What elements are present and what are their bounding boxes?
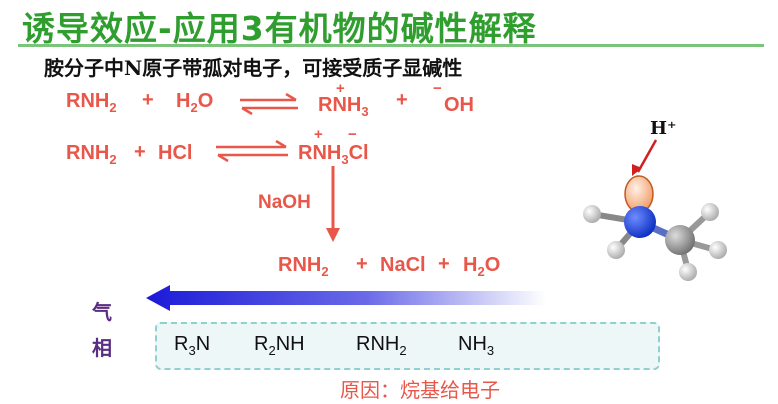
eq3-plus2: + — [438, 253, 450, 275]
eq2-plus1: + — [134, 141, 146, 163]
eq3-product1: RNH2 — [278, 254, 329, 279]
title-underline — [18, 44, 764, 47]
eq1-equilibrium-arrow-icon — [240, 93, 298, 115]
proton-label: H⁺ — [650, 118, 677, 139]
eq2-product: RNH3Cl — [298, 142, 369, 167]
eq1-product2: OH — [444, 94, 474, 116]
gas-phase-label-2: 相 — [92, 336, 112, 360]
gas-phase-label-1: 气 — [92, 300, 112, 324]
eq2-positive-charge: + — [314, 126, 323, 143]
eq1-reactant2: H2O — [176, 90, 214, 115]
reason-text: 原因：烷基给电子 — [340, 378, 500, 402]
eq1-negative-charge: − — [433, 80, 442, 97]
down-arrow-icon — [326, 166, 340, 242]
subtitle: 胺分子中N原子带孤对电子，可接受质子显碱性 — [44, 56, 463, 80]
eq3-plus1: + — [356, 253, 368, 275]
eq2-reactant1: RNH2 — [66, 142, 117, 167]
eq2-negative-charge: − — [348, 126, 357, 143]
series-item-trialkylamine: R3N — [174, 333, 211, 358]
series-item-ammonia: NH3 — [458, 333, 495, 358]
basicity-trend-arrow-icon — [146, 285, 546, 311]
eq2-equilibrium-arrow-icon — [216, 140, 288, 162]
series-item-alkylamine: RNH2 — [356, 333, 407, 358]
eq3-product3: H2O — [463, 254, 501, 279]
reagent-label: NaOH — [258, 192, 311, 213]
eq1-reactant1: RNH2 — [66, 90, 117, 115]
methylamine-molecule-icon — [583, 139, 727, 281]
eq1-positive-charge: + — [336, 80, 345, 97]
eq2-reactant2: HCl — [158, 142, 193, 164]
series-item-dialkylamine: R2NH — [254, 333, 305, 358]
eq3-product2: NaCl — [380, 254, 426, 276]
page-title: 诱导效应-应用3有机物的碱性解释 — [22, 9, 537, 48]
eq1-product1: RNH3 — [318, 94, 369, 119]
eq1-plus1: + — [142, 89, 154, 111]
eq1-plus2: + — [396, 89, 408, 111]
amine-series-box — [155, 322, 660, 370]
